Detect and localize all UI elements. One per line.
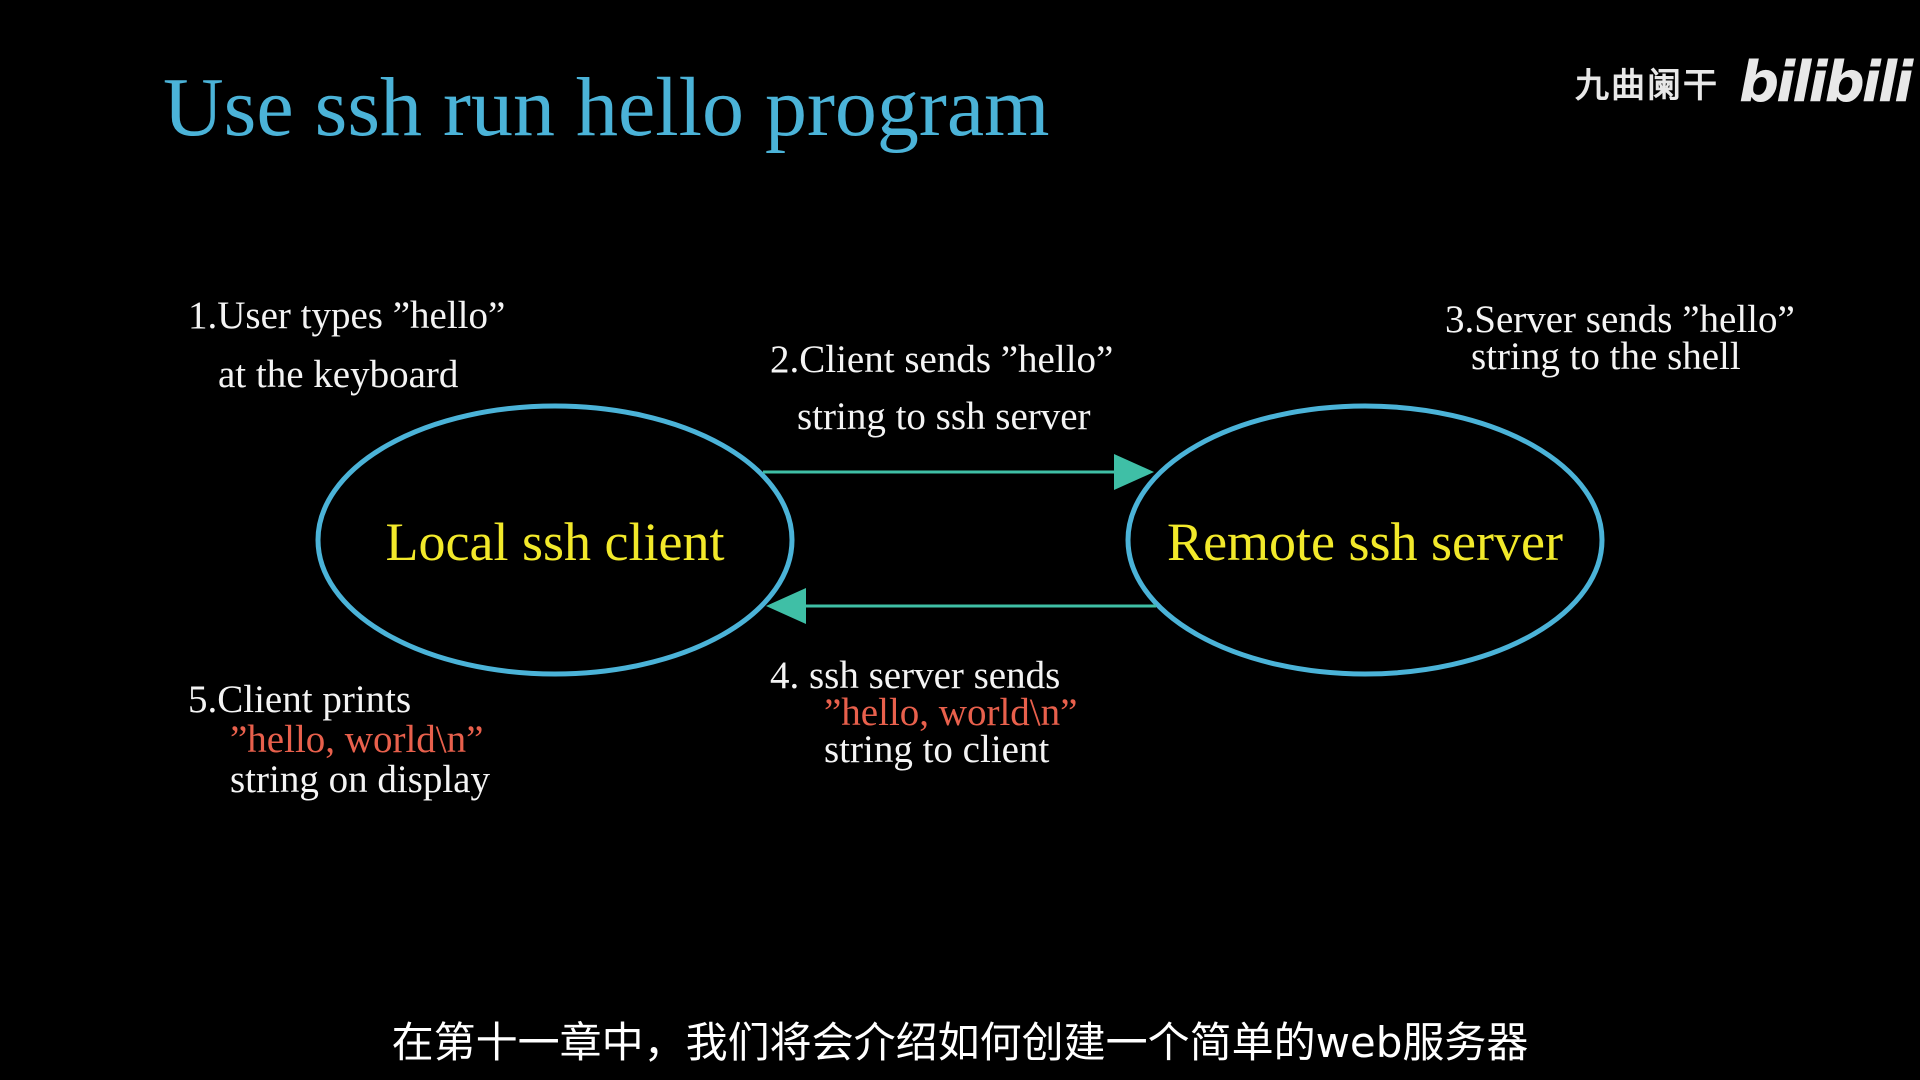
step2-line2: string to ssh server bbox=[797, 395, 1091, 438]
step2-line1: 2.Client sends ”hello” bbox=[770, 338, 1114, 381]
step5-line1: 5.Client prints bbox=[188, 678, 412, 721]
client-node-ellipse bbox=[315, 403, 795, 677]
arrowhead-client-to-server bbox=[1114, 454, 1154, 490]
client-node-label: Local ssh client bbox=[385, 512, 725, 572]
bilibili-logo: bilibili bbox=[1739, 50, 1913, 115]
step4-line3: string to client bbox=[824, 728, 1050, 771]
step1-note: 1.User types ”hello” at the keyboard bbox=[188, 296, 505, 394]
step2-note: 2.Client sends ”hello” string to ssh ser… bbox=[770, 340, 1113, 436]
step5-line2: ”hello, world\n” bbox=[230, 718, 484, 761]
slide-title: Use ssh run hello program bbox=[163, 61, 1050, 154]
watermark: 九曲阑干 bilibili bbox=[1575, 50, 1913, 115]
watermark-channel: 九曲阑干 bbox=[1575, 66, 1719, 106]
step5-line3: string on display bbox=[230, 758, 490, 801]
step5-note: 5.Client prints ”hello, world\n” string … bbox=[188, 680, 490, 799]
server-node-ellipse bbox=[1125, 403, 1605, 677]
step4-line2: ”hello, world\n” bbox=[824, 691, 1078, 734]
step1-line2: at the keyboard bbox=[218, 353, 459, 396]
step3-note: 3.Server sends ”hello” string to the she… bbox=[1445, 300, 1795, 376]
server-node-label: Remote ssh server bbox=[1167, 512, 1563, 572]
arrowhead-server-to-client bbox=[766, 588, 806, 624]
video-subtitle: 在第十一章中，我们将会介绍如何创建一个简单的web服务器 bbox=[391, 1018, 1529, 1067]
step3-line1: 3.Server sends ”hello” bbox=[1445, 298, 1795, 341]
step4-line1: 4. ssh server sends bbox=[770, 654, 1061, 697]
step3-line2: string to the shell bbox=[1471, 335, 1741, 378]
step4-note: 4. ssh server sends ”hello, world\n” str… bbox=[770, 656, 1077, 769]
step1-line1: 1.User types ”hello” bbox=[188, 294, 506, 337]
